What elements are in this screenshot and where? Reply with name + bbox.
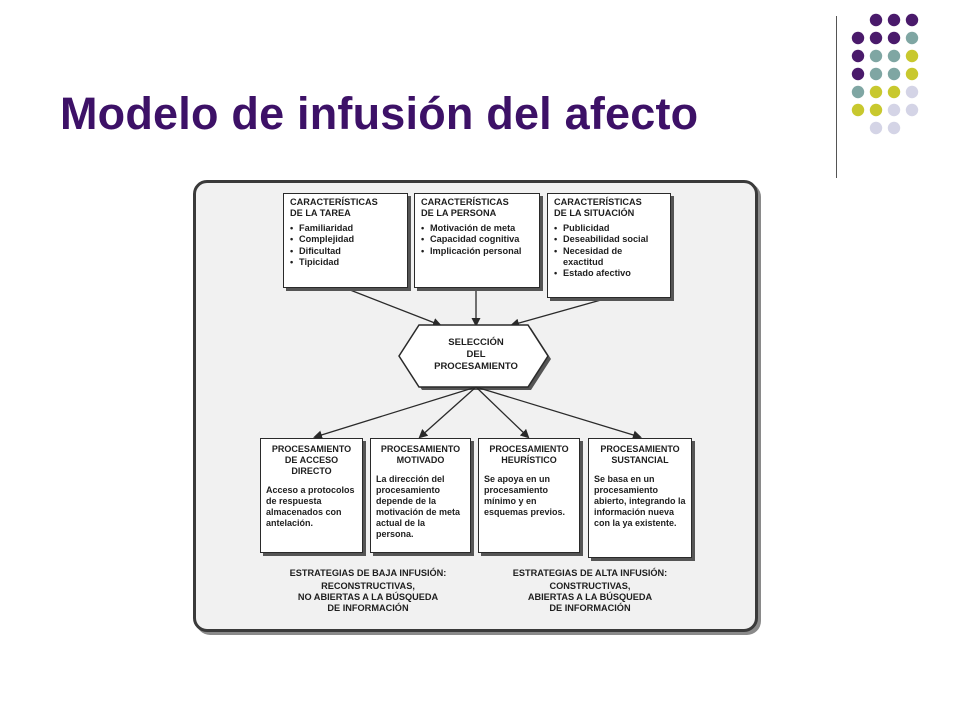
- box-procesamiento-acceso-directo: PROCESAMIENTO DE ACCESO DIRECTO Acceso a…: [260, 438, 363, 553]
- decorative-dot: [851, 103, 865, 117]
- box-heading: CARACTERÍSTICAS: [421, 197, 509, 207]
- list-item: Capacidad cognitiva: [421, 234, 533, 246]
- list-item: Necesidad de exactitud: [554, 246, 664, 269]
- list-item: Deseabilidad social: [554, 234, 664, 246]
- decorative-dot: [905, 103, 919, 117]
- decorative-dot: [887, 85, 901, 99]
- box-procesamiento-motivado: PROCESAMIENTO MOTIVADO La dirección del …: [370, 438, 471, 553]
- box-heading: MOTIVADO: [396, 455, 445, 465]
- decorative-dot-grid: [851, 13, 919, 135]
- decorative-dot: [887, 67, 901, 81]
- arrow-to-motivado: [418, 386, 477, 439]
- list-item: Dificultad: [290, 246, 401, 258]
- list-item: Complejidad: [290, 234, 401, 246]
- box-heading: DE LA TAREA: [290, 208, 351, 219]
- list-item: Tipicidad: [290, 257, 401, 269]
- box-description: Se apoya en un procesamiento mínimo y en…: [484, 474, 566, 517]
- decorative-dot: [869, 103, 883, 117]
- box-heading: PROCESAMIENTO: [489, 444, 569, 454]
- decorative-dot: [905, 13, 919, 27]
- box-description: Acceso a protocolos de respuesta almacen…: [266, 485, 355, 528]
- decorative-dot: [887, 13, 901, 27]
- box-heading: HEURÍSTICO: [501, 455, 557, 465]
- seleccion-hexagon: [398, 324, 549, 388]
- slide-title: Modelo de infusión del afecto: [60, 88, 699, 139]
- decorative-dot: [887, 121, 901, 135]
- box-heading: SUSTANCIAL: [611, 455, 669, 465]
- box-procesamiento-sustancial: PROCESAMIENTO SUSTANCIAL Se basa en un p…: [588, 438, 692, 558]
- strategy-baja-infusion: ESTRATEGIAS DE BAJA INFUSIÓN: RECONSTRUC…: [268, 568, 468, 614]
- decorative-dot: [851, 67, 865, 81]
- box-description: Se basa en un procesamiento abierto, int…: [594, 474, 686, 528]
- title-divider-line: [836, 16, 837, 178]
- box-caracteristicas-tarea: CARACTERÍSTICAS DE LA TAREA Familiaridad…: [283, 193, 408, 288]
- box-heading: PROCESAMIENTO: [271, 444, 352, 454]
- decorative-dot: [905, 85, 919, 99]
- strategy-line: DE INFORMACIÓN: [549, 603, 631, 613]
- seleccion-procesamiento-label: SELECCIÓN DEL PROCESAMIENTO: [412, 337, 540, 373]
- box-heading: DE LA SITUACIÓN: [554, 208, 635, 219]
- box-heading: PROCESAMIENTO: [600, 444, 680, 454]
- hex-label-line: SELECCIÓN: [448, 337, 504, 348]
- decorative-dot: [905, 49, 919, 63]
- strategy-line: RECONSTRUCTIVAS,: [321, 581, 415, 591]
- box-caracteristicas-situacion: CARACTERÍSTICAS DE LA SITUACIÓN Publicid…: [547, 193, 671, 298]
- strategy-line: NO ABIERTAS A LA BÚSQUEDA: [297, 592, 439, 602]
- decorative-dot: [905, 31, 919, 45]
- arrow-to-acceso-directo: [313, 386, 477, 440]
- box-heading: DE ACCESO: [284, 455, 339, 465]
- decorative-dot: [869, 85, 883, 99]
- arrow-to-heuristico: [475, 386, 530, 439]
- decorative-dot: [887, 49, 901, 63]
- box-heading: CARACTERÍSTICAS: [554, 197, 642, 207]
- box-heading: CARACTERÍSTICAS: [290, 197, 378, 207]
- decorative-dot: [869, 121, 883, 135]
- box-heading: DE LA PERSONA: [421, 208, 497, 219]
- box-description: La dirección del procesamiento depende d…: [376, 474, 461, 539]
- box-heading: PROCESAMIENTO: [380, 444, 461, 454]
- list-item: Estado afectivo: [554, 268, 664, 280]
- hex-label-line: DEL: [466, 349, 486, 360]
- decorative-dot: [851, 49, 865, 63]
- list-item: Publicidad: [554, 223, 664, 235]
- decorative-dot: [887, 103, 901, 117]
- decorative-dot: [851, 85, 865, 99]
- decorative-dot: [869, 67, 883, 81]
- decorative-dot: [851, 31, 865, 45]
- hex-label-line: PROCESAMIENTO: [434, 361, 518, 372]
- strategy-line: CONSTRUCTIVAS,: [549, 581, 631, 591]
- arrow-tarea-to-seleccion: [344, 287, 442, 327]
- decorative-dot: [869, 13, 883, 27]
- strategy-line: DE INFORMACIÓN: [327, 603, 409, 613]
- decorative-dot: [905, 67, 919, 81]
- strategy-line: ABIERTAS A LA BÚSQUEDA: [527, 592, 653, 602]
- strategy-heading: ESTRATEGIAS DE ALTA INFUSIÓN:: [512, 568, 668, 578]
- box-procesamiento-heuristico: PROCESAMIENTO HEURÍSTICO Se apoya en un …: [478, 438, 580, 553]
- list-item: Motivación de meta: [421, 223, 533, 235]
- decorative-dot: [887, 31, 901, 45]
- arrow-situacion-to-seleccion: [510, 297, 609, 328]
- decorative-dot: [869, 49, 883, 63]
- strategy-alta-infusion: ESTRATEGIAS DE ALTA INFUSIÓN: CONSTRUCTI…: [490, 568, 690, 614]
- strategy-heading: ESTRATEGIAS DE BAJA INFUSIÓN:: [289, 568, 447, 578]
- list-item: Implicación personal: [421, 246, 533, 258]
- decorative-dot: [869, 31, 883, 45]
- list-item: Familiaridad: [290, 223, 401, 235]
- box-heading: DIRECTO: [291, 466, 332, 476]
- box-caracteristicas-persona: CARACTERÍSTICAS DE LA PERSONA Motivación…: [414, 193, 540, 288]
- arrow-to-sustancial: [475, 386, 642, 440]
